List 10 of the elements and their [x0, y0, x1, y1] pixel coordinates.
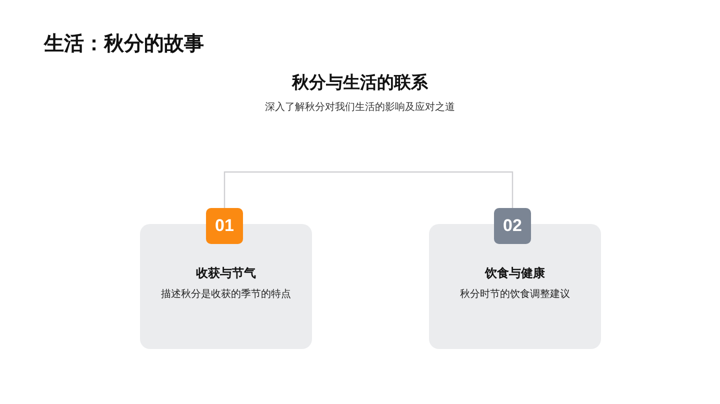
- page-title: 生活：秋分的故事: [44, 30, 204, 56]
- card-description: 秋分时节的饮食调整建议: [460, 288, 570, 301]
- card-title: 饮食与健康: [485, 266, 545, 282]
- step-number: 02: [494, 208, 531, 244]
- step-number: 01: [206, 208, 243, 244]
- card-title: 收获与节气: [196, 266, 256, 282]
- card-description: 描述秋分是收获的季节的特点: [161, 288, 291, 301]
- section-heading: 秋分与生活的联系: [292, 72, 428, 94]
- section-subtitle: 深入了解秋分对我们生活的影响及应对之道: [265, 101, 455, 114]
- connector-line: [224, 171, 514, 208]
